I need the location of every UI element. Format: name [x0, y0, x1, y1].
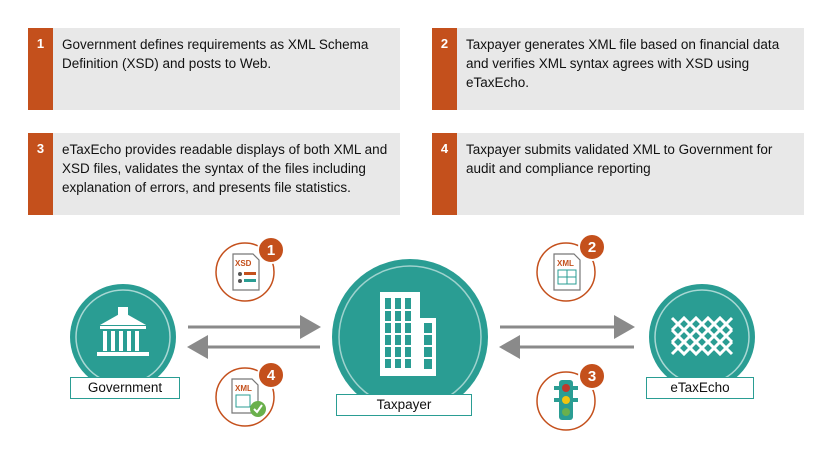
step-4-box: 4 Taxpayer submits validated XML to Gove…: [432, 133, 804, 215]
badge-3-number: 3: [588, 368, 596, 385]
traffic-light-icon: [536, 371, 596, 431]
step-1-box: 1 Government defines requirements as XML…: [28, 28, 400, 110]
step-text: Taxpayer generates XML file based on fin…: [466, 37, 780, 90]
government-label: Government: [70, 377, 180, 399]
taxpayer-building-icon: [332, 259, 488, 415]
step-text: Government defines requirements as XML S…: [62, 37, 369, 71]
step-text: eTaxEcho provides readable displays of b…: [62, 142, 388, 195]
step-number: 4: [432, 133, 457, 215]
badge-2-number: 2: [588, 239, 596, 256]
government-bank-icon: [70, 284, 176, 390]
step-number: 2: [432, 28, 457, 110]
xml-doc-label: XML: [235, 384, 252, 393]
xml-document-icon: XML: [536, 242, 596, 302]
badge-4-number: 4: [267, 367, 276, 384]
step-3-box: 3 eTaxEcho provides readable displays of…: [28, 133, 400, 215]
step-number: 1: [28, 28, 53, 110]
xml-doc-label: XML: [557, 259, 574, 268]
badge-1: 1: [257, 236, 285, 264]
step-2-box: 2 Taxpayer generates XML file based on f…: [432, 28, 804, 110]
step-number: 3: [28, 133, 53, 215]
taxpayer-label: Taxpayer: [336, 394, 472, 416]
etaxecho-label: eTaxEcho: [646, 377, 754, 399]
badge-1-number: 1: [267, 242, 275, 259]
step-text: Taxpayer submits validated XML to Govern…: [466, 142, 773, 176]
etaxecho-mesh-icon: [649, 284, 755, 390]
badge-4: 4: [257, 361, 285, 389]
badge-2: 2: [578, 233, 606, 261]
badge-3: 3: [578, 362, 606, 390]
xsd-doc-label: XSD: [235, 259, 252, 268]
